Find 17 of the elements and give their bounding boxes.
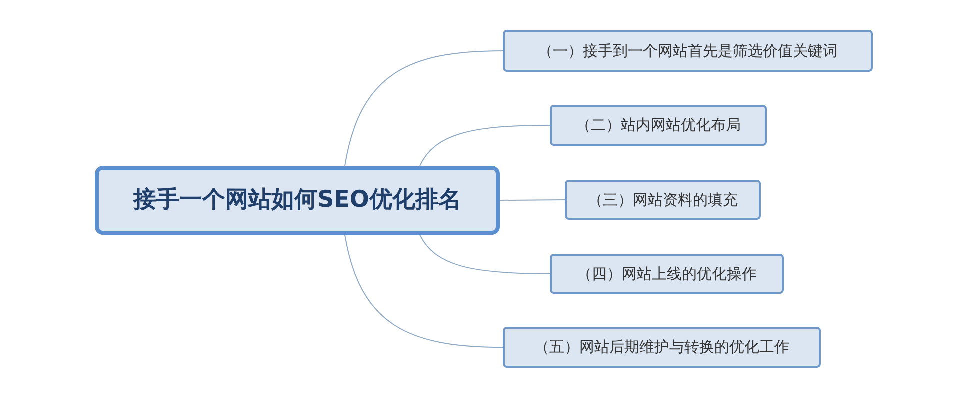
subtopic-box (503, 327, 821, 368)
subtopic-label: （二）站内网站优化布局 (576, 115, 741, 136)
central-topic-box (95, 166, 500, 235)
subtopic-label: （五）网站后期维护与转换的优化工作 (534, 337, 790, 358)
topic-title: 接手一个网站如何SEO优化排名 (134, 186, 462, 216)
connector-line (420, 125, 550, 166)
subtopic-label: （一）接手到一个网站首先是筛选价值关键词 (538, 40, 838, 62)
subtopic-label: （四）网站上线的优化操作 (577, 264, 757, 285)
subtopic-box (550, 254, 784, 294)
connector-line (344, 50, 504, 166)
subtopic-box (550, 105, 767, 146)
subtopic-box (503, 30, 873, 72)
connector-line (420, 234, 550, 274)
connector-line (344, 234, 504, 348)
subtopic-box (565, 180, 761, 220)
subtopic-label: （三）网站资料的填充 (588, 190, 738, 211)
connector-line (500, 200, 566, 201)
